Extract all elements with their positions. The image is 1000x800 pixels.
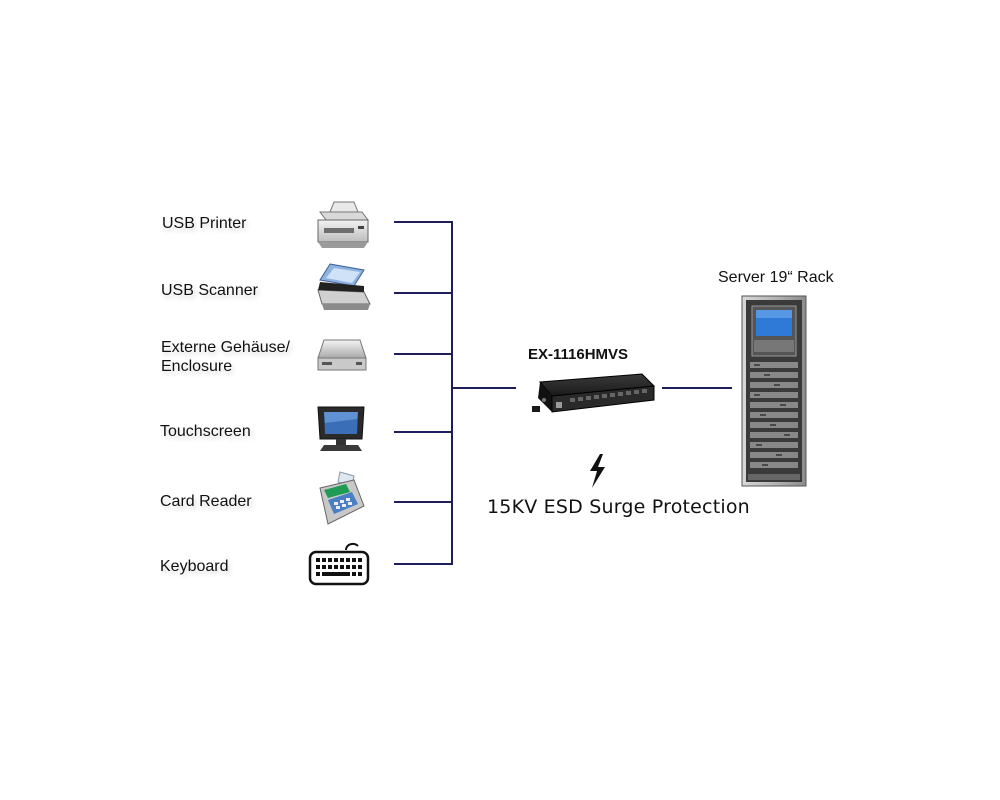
label-usb-printer: USB Printer [162, 215, 247, 232]
label-touchscreen: Touchscreen [160, 423, 251, 440]
card-reader-icon [319, 471, 365, 525]
label-external-enclosure: Externe Gehäuse/ Enclosure [161, 338, 290, 376]
label-enclosure-line2: Enclosure [161, 358, 233, 375]
touchscreen-icon [317, 406, 365, 451]
label-enclosure-line1: Externe Gehäuse/ [161, 339, 290, 356]
keyboard-icon [308, 542, 370, 586]
esd-protection-label: 15KV ESD Surge Protection [487, 496, 750, 518]
lightning-bolt-icon [590, 454, 605, 488]
rack-title: Server 19“ Rack [718, 269, 834, 286]
hard-drive-icon [317, 339, 367, 371]
label-keyboard: Keyboard [160, 558, 229, 575]
server-rack-icon [741, 295, 807, 487]
hub-title: EX-1116HMVS [528, 346, 629, 363]
label-card-reader: Card Reader [160, 493, 252, 510]
printer-icon [317, 201, 369, 248]
scanner-icon [317, 263, 371, 310]
label-usb-scanner: USB Scanner [161, 282, 258, 299]
usb-hub-icon [532, 373, 656, 413]
